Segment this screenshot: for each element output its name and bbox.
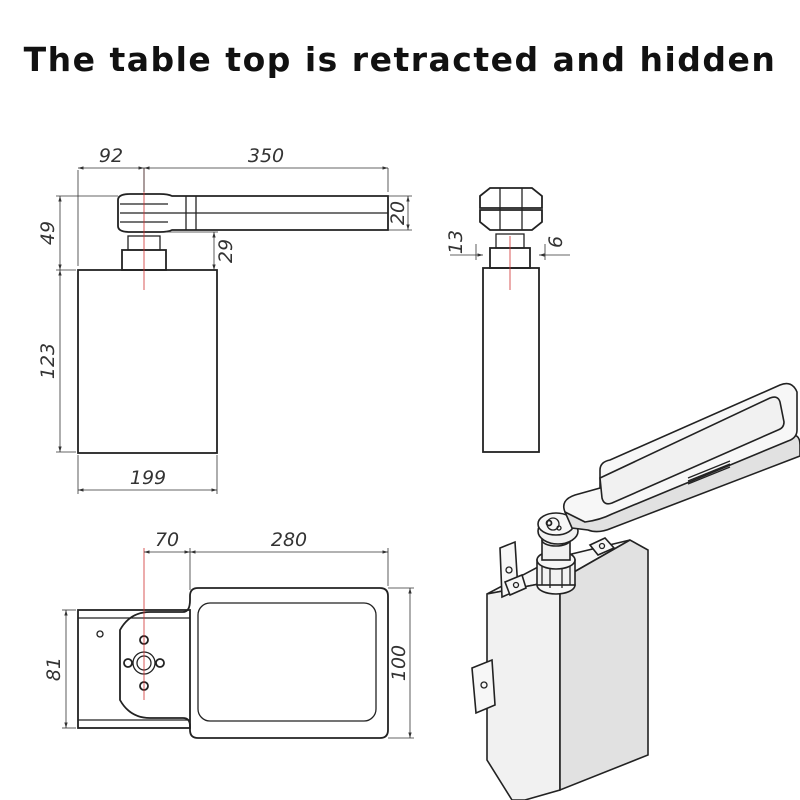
side-box-body xyxy=(482,267,540,453)
front-view: 92 350 49 123 20 29 199 xyxy=(37,145,412,494)
iso-tab-left xyxy=(499,540,527,599)
top-plate-outline xyxy=(119,587,389,739)
dim-label-81: 81 xyxy=(43,657,65,681)
dim-label-20: 20 xyxy=(387,201,409,225)
dim-label-123: 123 xyxy=(37,343,59,379)
dim-label-199: 199 xyxy=(130,467,166,489)
side-hub xyxy=(479,187,543,231)
top-view: 70 280 81 100 xyxy=(43,529,414,739)
dim-label-70: 70 xyxy=(155,529,179,551)
dim-label-92: 92 xyxy=(99,145,123,167)
iso-table-recess xyxy=(599,396,785,505)
side-view: 13 6 xyxy=(445,187,570,453)
dim-label-350: 350 xyxy=(248,145,284,167)
iso-hinge xyxy=(687,460,731,479)
iso-hub xyxy=(537,512,579,545)
top-mount-hole xyxy=(96,630,104,638)
top-box-outline xyxy=(77,609,191,729)
top-plate-inner xyxy=(197,602,377,722)
iso-box-front xyxy=(486,579,561,800)
iso-tab-bottom xyxy=(471,658,496,715)
iso-tab-right xyxy=(588,537,616,556)
dim-label-29: 29 xyxy=(215,239,237,263)
front-box-body xyxy=(77,269,218,454)
front-arm xyxy=(117,193,389,233)
diagram-title: The table top is retracted and hidden xyxy=(23,40,777,79)
dim-label-13: 13 xyxy=(445,230,467,254)
dim-label-100: 100 xyxy=(388,645,410,681)
isometric-view xyxy=(471,382,800,800)
dim-label-6: 6 xyxy=(545,236,567,248)
dim-label-280: 280 xyxy=(271,529,307,551)
dim-label-49: 49 xyxy=(37,221,59,245)
iso-box-side xyxy=(559,539,649,792)
